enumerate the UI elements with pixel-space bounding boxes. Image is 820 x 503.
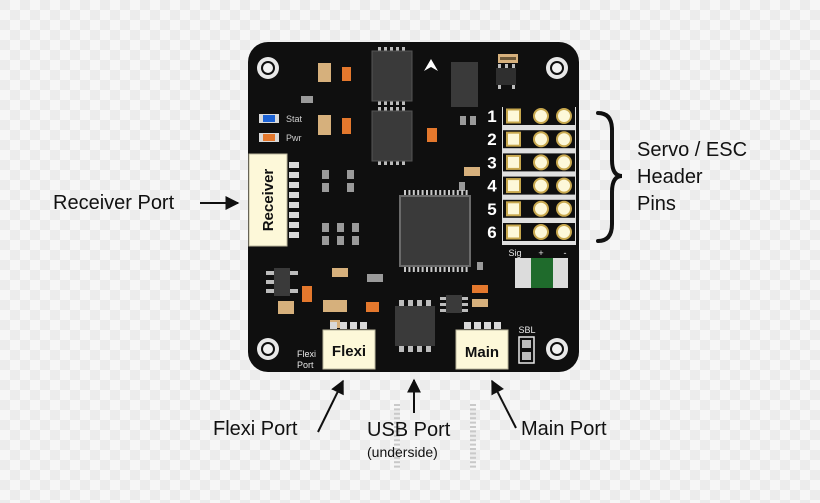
stat-led [259,114,279,123]
shunt-component [515,258,568,288]
pwr-led [259,133,279,142]
flexi-port-silk-line2: Port [297,360,314,370]
sbl-label: SBL [518,325,535,335]
pin-legend-sig: Sig [508,248,521,258]
servo-header [502,107,576,245]
pin-legend: Sig + - [508,248,566,258]
main-port-arrow [491,379,517,429]
top-right-small-chip [496,54,518,89]
servo-header-label-line3: Pins [637,193,676,215]
header-number-label: 1 [487,107,496,126]
pwr-led-label: Pwr [286,133,302,143]
usb-chip [395,300,435,352]
main-connector-label: Main [465,344,499,361]
servo-header-label-line1: Servo / ESC [637,139,748,161]
usb-port-note: (underside) [367,444,438,460]
sbl-jumper [518,336,535,364]
lower-left-chip [266,268,298,296]
passive-components [278,63,488,328]
header-number-label: 6 [487,223,496,242]
lower-right-chip [440,295,468,313]
top-right-chip [451,62,478,107]
orientation-arrow-icon [424,59,438,71]
top-chip-1 [371,47,413,105]
header-number-label: 2 [487,130,496,149]
servo-header-label-line2: Header [637,166,703,188]
servo-header-row [503,223,575,241]
header-number-label: 4 [487,177,497,196]
servo-header-bracket [596,111,623,243]
header-numbers: 1 2 3 4 5 6 [487,107,497,242]
top-chip-2 [371,107,413,165]
header-number-label: 5 [487,200,496,219]
receiver-connector-label: Receiver [260,169,277,232]
servo-header-row [503,153,575,172]
servo-header-row [503,107,575,125]
header-number-label: 3 [487,153,496,172]
servo-header-row [503,176,575,195]
main-mcu-chip [394,190,476,468]
flexi-connector-label: Flexi [332,343,366,360]
pin-legend-minus: - [564,248,567,258]
flexi-port-silk-line1: Flexi [297,349,316,359]
stat-led-label: Stat [286,114,303,124]
servo-header-row [503,130,575,149]
flexi-port-arrow [317,379,344,433]
receiver-port-label: Receiver Port [53,192,175,214]
mounting-holes [257,57,568,360]
main-connector [455,322,509,370]
pin-legend-plus: + [538,248,543,258]
flexi-port-label: Flexi Port [213,418,298,440]
flexi-connector [322,322,376,370]
main-port-label: Main Port [521,418,607,440]
servo-header-row [503,199,575,218]
usb-port-label: USB Port [367,419,451,441]
receiver-connector [248,153,299,247]
